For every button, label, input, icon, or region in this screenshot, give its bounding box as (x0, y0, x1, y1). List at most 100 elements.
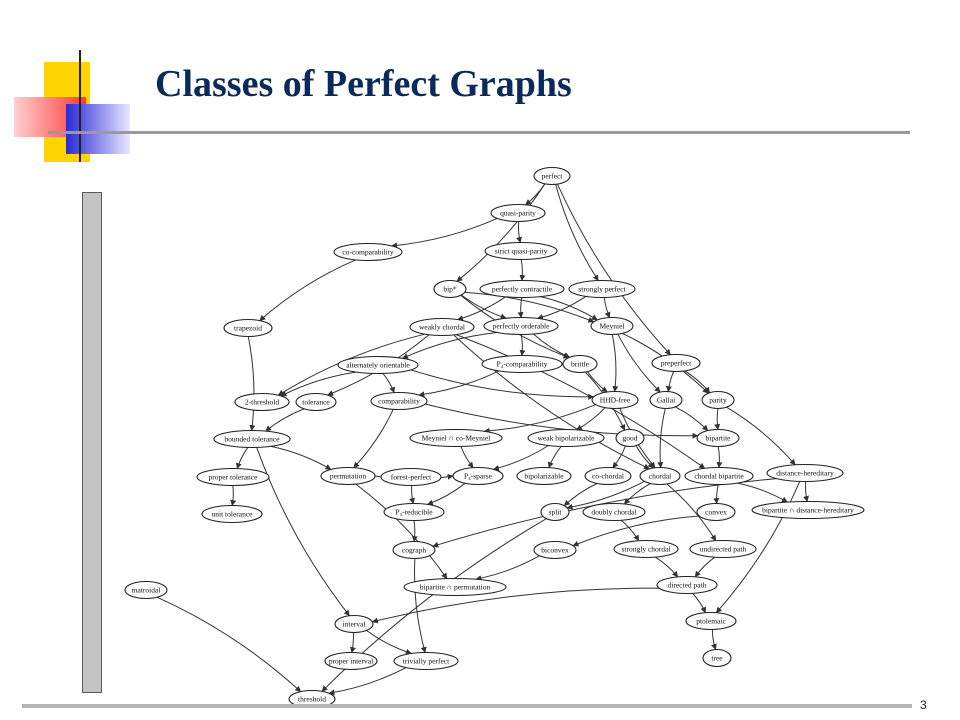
node-label: doubly chordal (591, 508, 636, 517)
node-bounded: bounded tolerance (213, 429, 291, 449)
node-label: chordal bipartite (694, 472, 744, 481)
node-ellipse (479, 279, 565, 299)
node-p4sparse: P₄-sparse (452, 466, 504, 486)
node-ellipse (234, 392, 290, 412)
edge-stronglych-to-directed (655, 556, 679, 578)
node-label: brittle (571, 360, 590, 369)
node-ellipse (433, 279, 467, 299)
node-label: Meyniel (600, 322, 625, 331)
node-chordal: chordal (639, 466, 681, 486)
edge-parity-to-disthered (726, 406, 796, 466)
node-stronglych: strongly chordal (613, 539, 679, 559)
node-ptolemaic: ptolemaic (685, 611, 737, 631)
node-perfect: perfect (533, 166, 571, 186)
node-trapezoid: trapezoid (223, 318, 273, 338)
node-label: interval (343, 620, 366, 629)
node-ellipse (490, 203, 546, 223)
node-weakly: weakly chordal (409, 317, 475, 337)
edge-trapezoid-to-bounded (247, 336, 256, 432)
node-label: strict quasi-parity (495, 247, 548, 256)
node-ellipse (568, 279, 636, 299)
node-twothresh: 2-threshold (234, 392, 290, 412)
node-label: weakly chordal (419, 323, 465, 332)
deco-vertical-line (79, 50, 81, 162)
node-meyniel: Meyniel (590, 316, 634, 336)
node-ellipse (533, 540, 577, 560)
edge-hhdfree-to-weakbip (575, 407, 606, 431)
edge-cocomp-to-trapezoid (259, 259, 356, 321)
node-undirected: undirected path (689, 539, 757, 559)
edge-chordalbip-to-convex (713, 484, 720, 505)
edge-perfcontr-to-meyniel (540, 296, 598, 321)
page-number: 3 (920, 698, 927, 712)
edge-chordal-to-doubly (623, 483, 651, 505)
node-label: quasi-parity (500, 209, 536, 218)
node-ellipse (223, 318, 273, 338)
edge-perfect-to-strongly (555, 184, 599, 282)
node-tree: tree (702, 648, 732, 668)
node-label: comparability (378, 397, 420, 406)
node-strictquasi: strict quasi-parity (484, 241, 558, 261)
node-ellipse (649, 390, 683, 410)
node-ellipse (685, 611, 737, 631)
node-label: convex (705, 508, 727, 517)
node-ellipse (582, 502, 646, 522)
edge-biconvex-to-bipperm (475, 555, 540, 582)
edge-meycomey-to-p4sparse (460, 446, 474, 469)
node-label: P₄-reducible (395, 508, 433, 517)
edge-tolerance-to-bounded (265, 408, 305, 432)
node-label: unit tolerance (211, 510, 253, 519)
node-ellipse (689, 539, 757, 559)
node-label: proper interval (329, 657, 373, 666)
edge-convex-to-biconvex (572, 515, 700, 547)
footer-rule (22, 704, 912, 708)
node-p4comp: P₄-comparability (481, 354, 563, 374)
node-label: cograph (402, 546, 426, 555)
edge-trivially-to-threshold (328, 667, 407, 696)
edge-weakbip-to-bipolar (547, 446, 562, 469)
edge-altor-to-twothresh (280, 371, 356, 397)
node-label: bipolarizable (524, 472, 564, 481)
edge-preperfect-to-gallai (665, 371, 675, 393)
edge-parity-to-bipartite (714, 408, 721, 431)
edge-good-to-chordal (635, 445, 655, 469)
node-ellipse (383, 502, 445, 522)
edge-perfcontr-to-weakly (457, 296, 506, 321)
node-label: preperfect (661, 359, 692, 368)
edge-perforder-to-brittle (533, 333, 571, 358)
edge-directed-to-ptolemaic (692, 593, 706, 614)
node-weakbip: weak bipolarizable (527, 428, 605, 448)
edge-cochordal-to-split (563, 483, 598, 507)
edge-good-to-cochordal (612, 445, 626, 469)
node-bipolar: bipolarizable (516, 466, 572, 486)
node-label: trapezoid (234, 324, 262, 333)
edge-perforder-to-altor (402, 332, 498, 359)
node-hhdfree: HHD-free (591, 390, 639, 410)
node-chordalbip: chordal bipartite (684, 466, 754, 486)
node-convex: convex (696, 502, 736, 522)
node-label: proper tolerance (209, 473, 259, 482)
node-label: bounded tolerance (224, 435, 280, 444)
node-label: tolerance (302, 398, 330, 407)
node-ellipse (656, 575, 718, 595)
edge-ptolemaic-to-tree (711, 629, 717, 651)
edge-forest-to-p4red (409, 485, 415, 505)
node-ellipse (333, 242, 403, 262)
edge-doubly-to-stronglych (620, 519, 640, 542)
node-bipdist: bipartite ∩ distance-hereditary (751, 500, 865, 520)
edge-chordalbip-to-bipdist (737, 482, 788, 503)
node-split: split (540, 502, 570, 522)
node-trivially: trivially perfect (393, 651, 459, 671)
node-meycomey: Meyniel ∩ co-Meyniel (409, 428, 503, 448)
node-label: permutation (330, 472, 366, 481)
edge-p4sparse-to-p4red (426, 482, 466, 506)
node-label: trivially perfect (403, 657, 450, 666)
node-ellipse (483, 316, 559, 336)
node-bip: bip* (433, 279, 467, 299)
node-ellipse (370, 391, 428, 411)
edge-brittle-to-hhdfree (586, 371, 608, 393)
node-label: split (549, 508, 563, 517)
node-ellipse (533, 166, 571, 186)
node-label: bip* (443, 285, 457, 294)
node-label: threshold (298, 695, 326, 704)
